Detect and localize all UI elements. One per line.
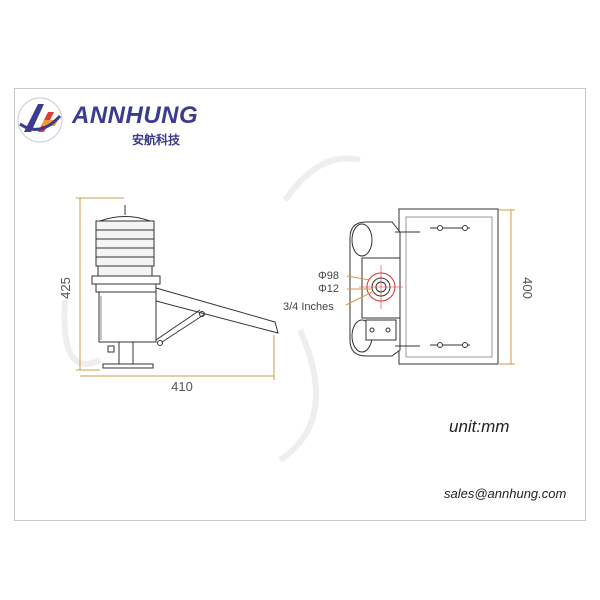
bracket-strut <box>155 309 201 341</box>
plate-bolt <box>437 225 443 231</box>
lamp-base <box>365 319 397 341</box>
plate-bolt <box>437 342 443 348</box>
plate-bolt <box>462 225 468 231</box>
bolt <box>157 340 163 346</box>
outer-diameter-label: Φ98 <box>318 270 339 282</box>
bolt <box>199 311 205 317</box>
head-layer <box>95 256 155 267</box>
base-ring <box>95 283 157 293</box>
front-height-label: 400 <box>520 277 535 299</box>
side-height-label: 425 <box>58 277 73 299</box>
lamp-lens-top <box>351 223 373 257</box>
unit-label: unit:mm <box>449 417 510 436</box>
brand-logo: ANNHUNG 安航科技 <box>14 94 234 154</box>
bracket-strut <box>161 313 206 343</box>
mounting-plate <box>398 208 499 365</box>
front-dimensions <box>498 209 515 365</box>
mount-stem <box>118 341 134 365</box>
logo-icon <box>17 97 63 143</box>
inner-diameter-label: Φ12 <box>318 283 339 295</box>
base-ring <box>91 275 161 285</box>
head-layer <box>95 229 155 240</box>
front-view <box>349 208 499 365</box>
mount-plate <box>102 363 154 369</box>
side-width-label: 410 <box>171 379 193 394</box>
head-layer <box>95 247 155 258</box>
head-layer <box>97 265 153 277</box>
mounting-plate-inner <box>405 216 493 358</box>
head-layer <box>95 238 155 249</box>
body-box <box>98 291 157 343</box>
brand-name: ANNHUNG <box>72 102 199 129</box>
watermark <box>61 155 361 463</box>
bracket-arm <box>155 287 279 334</box>
plate-bolt <box>462 342 468 348</box>
page-frame <box>14 88 586 521</box>
top-cap <box>99 216 151 222</box>
head-layer <box>95 220 155 231</box>
center-hole <box>359 265 403 309</box>
side-view <box>91 205 279 369</box>
brand-subtitle: 安航科技 <box>132 133 181 147</box>
contact-email[interactable]: sales@annhung.com <box>444 486 567 501</box>
thread-label: 3/4 Inches <box>283 301 334 313</box>
leader-lines <box>345 275 375 306</box>
side-dimensions <box>76 197 275 380</box>
